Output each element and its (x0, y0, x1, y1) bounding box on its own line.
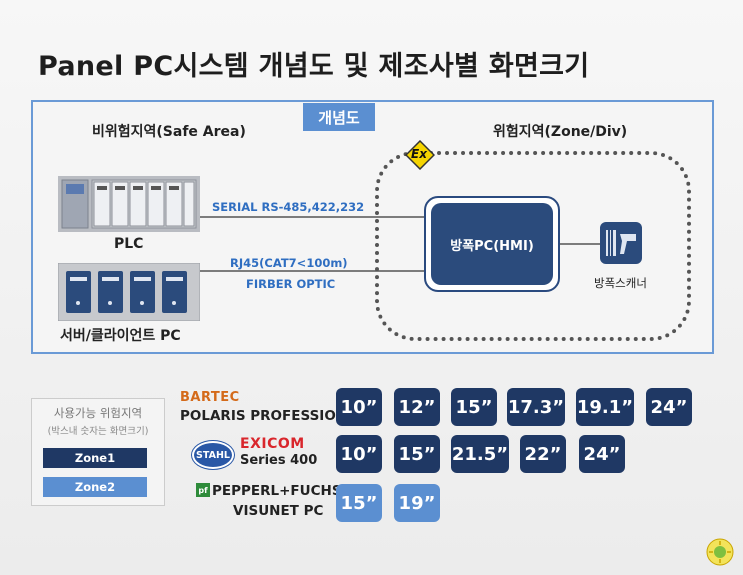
serial-label: SERIAL RS-485,422,232 (212, 200, 365, 214)
stahl-size-pill: 10” (336, 435, 382, 473)
fiber-label: FIRBER OPTIC (246, 277, 336, 291)
hmi-box: 방폭PC(HMI) (431, 203, 553, 285)
stahl-size-pill: 24” (579, 435, 625, 473)
stahl-size-pill: 21.5” (451, 435, 509, 473)
pf-brand: PEPPERL+FUCHS (212, 483, 342, 499)
legend-title: 사용가능 위험지역 (53, 406, 143, 420)
pf-model: VISUNET PC (233, 503, 324, 519)
stahl-size-pill: 22” (520, 435, 566, 473)
bartec-model: POLARIS PROFESSIONAL (180, 408, 367, 424)
scanner-label: 방폭스캐너 (594, 276, 647, 290)
excom-model: Series 400 (240, 453, 318, 468)
bartec-size-pill: 10” (336, 388, 382, 426)
legend-zone1: Zone1 (43, 448, 147, 468)
scanner-icon (600, 222, 642, 264)
bartec-size-pill: 24” (646, 388, 692, 426)
bartec-logo-text: BARTEC (180, 390, 240, 405)
ex-mark-text: Ex (411, 147, 427, 161)
plc-icon (58, 176, 200, 232)
stahl-logo: STAHL (192, 441, 234, 469)
pf-size-pill: 15” (336, 484, 382, 522)
server-label: 서버/클라이언트 PC (60, 328, 181, 344)
bartec-size-pill: 15” (451, 388, 497, 426)
rj45-label: RJ45(CAT7<100m) (230, 256, 348, 270)
hazard-zone-boundary (375, 151, 691, 341)
pf-logo: pf (196, 483, 210, 497)
concept-tag: 개념도 (303, 103, 375, 131)
plc-label: PLC (114, 236, 144, 252)
pf-size-pill: 19” (394, 484, 440, 522)
hazard-area-label: 위험지역(Zone/Div) (493, 124, 628, 140)
ex-hazard-icon: Ex (404, 139, 436, 171)
sun-emblem-icon (706, 538, 734, 566)
bartec-size-pill: 19.1” (576, 388, 634, 426)
bartec-size-pill: 17.3” (507, 388, 565, 426)
page-title: Panel PC시스템 개념도 및 제조사별 화면크기 (38, 51, 590, 82)
legend-subtitle: (박스내 숫자는 화면크기) (47, 426, 149, 437)
legend-zone2: Zone2 (43, 477, 147, 497)
stahl-size-pill: 15” (394, 435, 440, 473)
bartec-size-pill: 12” (394, 388, 440, 426)
server-icon (58, 263, 200, 321)
excom-logo-text: EXICOM (240, 436, 305, 452)
safe-area-label: 비위험지역(Safe Area) (92, 124, 246, 140)
